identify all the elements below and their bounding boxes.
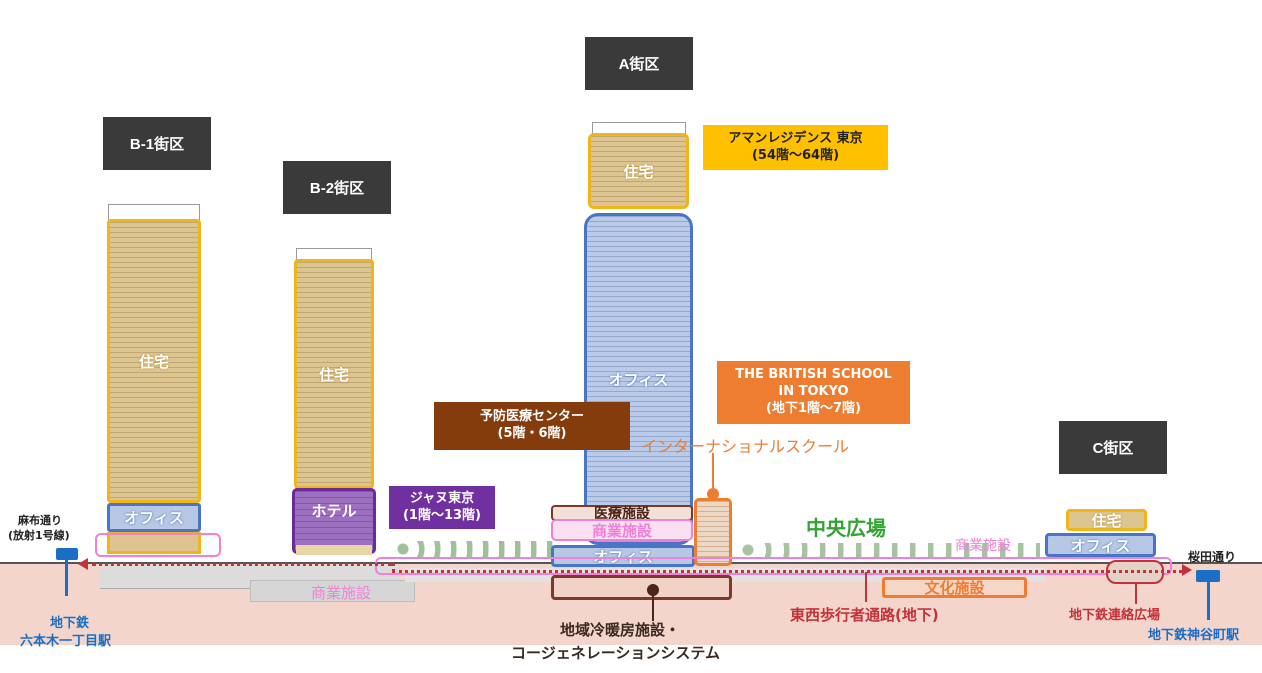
azabu-street-label-2: (放射1号線)	[8, 529, 70, 542]
c-commercial-label: 商業施設	[955, 538, 1011, 554]
trees-left	[395, 541, 555, 557]
ew-passage-connector	[392, 563, 395, 572]
culture-block: 文化施設	[882, 577, 1027, 598]
dhc-leader	[652, 588, 654, 621]
c-office-label: オフィス	[1070, 536, 1131, 555]
british-callout-line3: (地下1階〜7階)	[766, 400, 861, 416]
b1-office-block: オフィス	[107, 503, 201, 532]
aman-callout-line2: (54階〜64階)	[751, 147, 840, 163]
british-callout-line2: IN TOKYO	[778, 384, 849, 400]
c-residence-label: 住宅	[1091, 511, 1122, 530]
district-b1-label: B-1街区	[103, 117, 211, 170]
district-b2-label: B-2街区	[283, 161, 391, 214]
sakurada-street-label: 桜田通り	[1188, 550, 1237, 564]
arrow-left-icon	[78, 558, 88, 570]
preventive-callout: 予防医療センター (5階・6階)	[434, 402, 630, 450]
a-commercial-label: 商業施設	[591, 521, 652, 540]
a-office-label: オフィス	[608, 370, 669, 389]
b2-hotel-label: ホテル	[311, 501, 357, 520]
dhc-label-line2: コージェネレーションシステム	[511, 644, 720, 662]
subway-plaza-leader	[1135, 582, 1137, 604]
b2-residence-label: 住宅	[318, 365, 349, 384]
culture-label: 文化施設	[924, 579, 985, 597]
b1-roof	[108, 204, 200, 220]
district-c-label: C街区	[1059, 421, 1167, 474]
british-callout: THE BRITISH SCHOOL IN TOKYO (地下1階〜7階)	[717, 361, 910, 424]
b1-residence-label: 住宅	[138, 352, 169, 371]
subway-station-icon	[56, 548, 78, 560]
a-roof	[592, 122, 686, 136]
a-residence-block: 住宅	[588, 133, 689, 209]
b-commercial-label: 商業施設	[311, 584, 372, 602]
district-a-label: A街区	[585, 37, 693, 90]
aman-callout: アマンレジデンス 東京 (54階〜64階)	[703, 125, 888, 170]
subway-plaza-label: 地下鉄連絡広場	[1069, 608, 1161, 623]
c-office-block: オフィス	[1045, 533, 1156, 557]
a-office-block: オフィス	[584, 213, 693, 545]
janu-callout: ジャヌ東京 (1階〜13階)	[389, 486, 495, 529]
intl-school-label: インターナショナルスクール	[641, 437, 850, 456]
a-lower-office-label: オフィス	[593, 547, 653, 566]
b1-office-label: オフィス	[124, 509, 184, 527]
roppongi-station-label-1: 地下鉄	[50, 616, 90, 631]
preventive-callout-line2: (5階・6階)	[497, 426, 567, 441]
b2-residence-block: 住宅	[294, 259, 374, 489]
a-commercial-block: 商業施設	[551, 519, 693, 541]
roppongi-station-label-2: 六本木一丁目駅	[20, 634, 112, 649]
station-right-pole	[1207, 582, 1210, 620]
a-lower-office-block: オフィス	[551, 545, 695, 567]
school-block	[694, 498, 732, 566]
dhc-label-line1: 地域冷暖房施設・	[560, 621, 681, 639]
b-underground-commercial-base	[250, 580, 415, 602]
trees-right	[740, 543, 1040, 557]
school-leader-dot	[707, 488, 719, 500]
b2-hotel-block: ホテル	[292, 488, 376, 554]
central-plaza-label: 中央広場	[806, 516, 886, 540]
azabu-street-label-1: 麻布通り	[18, 514, 62, 527]
subway-station-icon	[1196, 570, 1220, 582]
ew-passage-line-2	[392, 570, 1182, 573]
commercial-outline-long	[375, 557, 1172, 575]
janu-callout-line1: ジャヌ東京	[409, 490, 475, 506]
arrow-right-icon	[1182, 564, 1192, 576]
ew-passage-label: 東西歩行者通路(地下)	[790, 606, 939, 624]
school-leader	[712, 453, 714, 491]
janu-callout-line2: (1階〜13階)	[402, 507, 482, 523]
ew-passage-line	[92, 563, 392, 566]
dhc-block	[551, 575, 732, 600]
c-residence-block: 住宅	[1066, 509, 1147, 531]
ew-passage-leader	[865, 572, 867, 602]
aman-callout-line1: アマンレジデンス 東京	[728, 130, 863, 146]
a-residence-label: 住宅	[623, 162, 654, 181]
preventive-callout-line1: 予防医療センター	[479, 409, 584, 425]
b1-residence-block: 住宅	[107, 219, 201, 503]
medical-label: 医療施設	[594, 506, 650, 522]
kamiyacho-station-label: 地下鉄神谷町駅	[1148, 628, 1240, 643]
station-left-pole	[65, 560, 68, 596]
b2-hotel-base	[296, 545, 372, 555]
dhc-leader-dot	[647, 584, 659, 596]
b2-roof	[296, 248, 372, 261]
b1-commercial-outline	[95, 533, 221, 557]
british-callout-line1: THE BRITISH SCHOOL	[735, 367, 892, 383]
